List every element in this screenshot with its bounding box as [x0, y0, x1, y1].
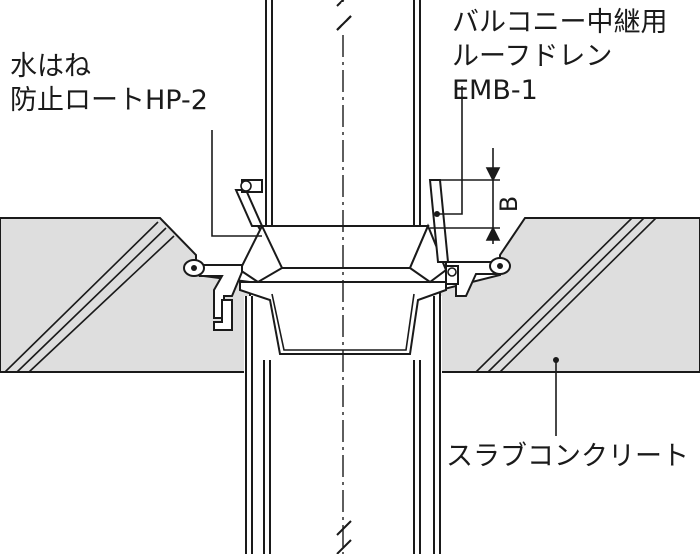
label-slab-concrete: スラブコンクリート	[446, 441, 689, 472]
slab-hatching	[4, 217, 657, 373]
label-splash-guard-line2: 防止ロートHP-2	[10, 85, 208, 116]
break-mark-bottom	[336, 520, 352, 554]
funnel-right-wing	[408, 223, 448, 284]
label-roof-drain-line3: EMB-1	[452, 75, 538, 106]
slab-left	[0, 217, 251, 373]
dimension-b	[430, 148, 501, 244]
left-bolt-nut	[240, 180, 252, 192]
leader-roof-drain-dot	[434, 211, 440, 217]
break-mark-top	[336, 0, 352, 34]
slab-right	[439, 217, 700, 373]
right-bolt-nut	[447, 267, 457, 277]
lower-pipe-walls	[245, 296, 441, 554]
label-roof-drain-line2: ルーフドレン	[452, 41, 613, 72]
drain-bowl-inner	[271, 293, 415, 351]
left-gasket-core	[191, 265, 197, 271]
leader-splash-guard	[211, 130, 262, 237]
leader-slab-dot	[553, 357, 559, 363]
funnel-left-wing	[238, 223, 284, 284]
left-anchor	[213, 299, 233, 331]
dimension-b-label: B	[495, 196, 523, 212]
label-splash-guard-line1: 水はね	[10, 51, 91, 82]
label-roof-drain-line1: バルコニー中継用	[452, 7, 668, 38]
right-gasket-core	[497, 263, 503, 269]
left-guard-plate	[234, 189, 264, 227]
leader-roof-drain	[437, 86, 463, 215]
upper-pipe	[268, 0, 420, 228]
upper-pipe-walls	[265, 0, 421, 225]
